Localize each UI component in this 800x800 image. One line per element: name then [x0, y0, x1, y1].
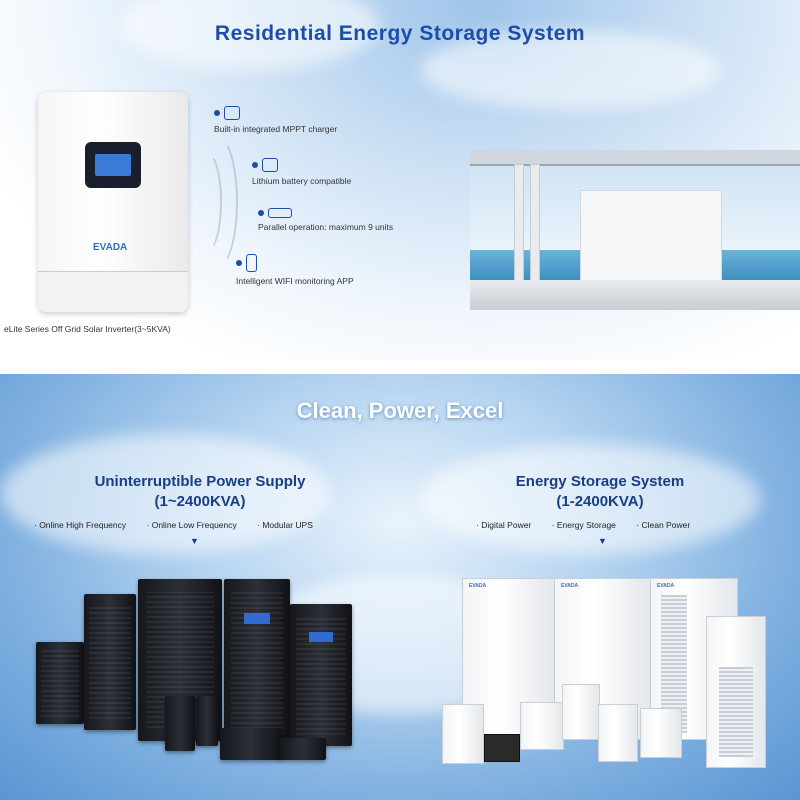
feature-wifi-app: Intelligent WIFI monitoring APP: [236, 254, 354, 286]
phone-icon: [246, 254, 257, 272]
plug-icon: [224, 106, 240, 120]
feature-mppt: Built-in integrated MPPT charger: [214, 106, 337, 134]
cloud: [120, 0, 380, 70]
ups-heading: Uninterruptible Power Supply (1~2400KVA): [94, 473, 306, 510]
down-arrow-icon: ▼: [598, 536, 607, 546]
down-arrow-icon: ▼: [190, 536, 199, 546]
page-title: Residential Energy Storage System: [214, 22, 586, 45]
slogan-title: Clean, Power, Excel: [296, 398, 504, 423]
feature-lithium: Lithium battery compatible: [252, 158, 351, 186]
inverter-display: [85, 142, 141, 188]
battery-icon: [262, 158, 278, 172]
ess-categories: · Digital Power · Energy Storage · Clean…: [476, 520, 691, 530]
product-lines-banner: Clean, Power, Excel Uninterruptible Powe…: [0, 374, 800, 800]
feature-parallel: Parallel operation: maximum 9 units: [258, 207, 393, 232]
house-image: [470, 150, 800, 310]
ups-categories: · Online High Frequency · Online Low Fre…: [34, 520, 313, 530]
inverter-brand-logo: EVADA: [93, 242, 128, 253]
residential-storage-banner: Residential Energy Storage System EVADA …: [0, 0, 800, 360]
wireless-wave: [196, 135, 238, 269]
product-caption: eLite Series Off Grid Solar Inverter(3~5…: [4, 324, 171, 334]
parallel-icon: [268, 207, 292, 218]
ess-heading: Energy Storage System (1-2400KVA): [515, 473, 685, 510]
cloud: [420, 30, 720, 110]
solar-inverter-image: EVADA: [38, 92, 188, 312]
